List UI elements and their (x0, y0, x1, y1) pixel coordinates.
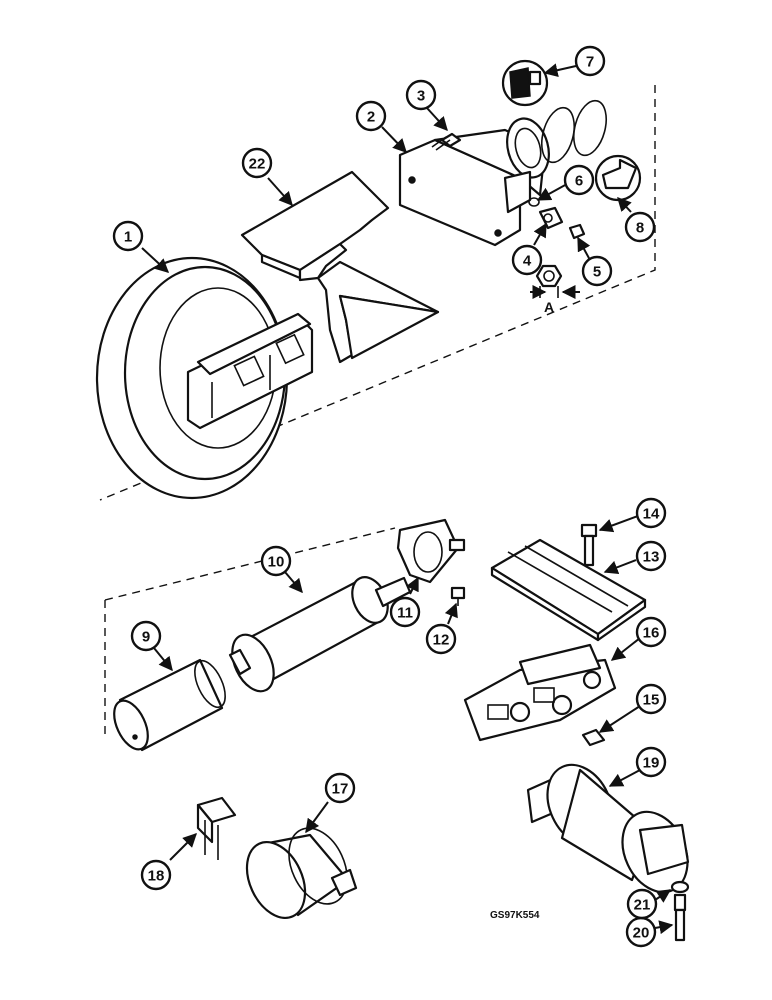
leader-11 (406, 576, 419, 595)
callout-4: 4 (511, 244, 543, 276)
callout-5: 5 (581, 255, 613, 287)
leader-13 (603, 559, 637, 574)
callout-10-number: 10 (268, 554, 285, 571)
guide-plate (240, 170, 440, 364)
leader-12 (444, 602, 458, 625)
callout-8: 8 (624, 211, 656, 243)
callout-11: 11 (389, 596, 421, 628)
roller-bolt (673, 893, 687, 942)
leader-18 (169, 833, 197, 861)
seal-section-part-7 (501, 59, 549, 107)
dimension-a: A (530, 285, 580, 315)
leader-5 (577, 236, 591, 261)
recoil-cylinder (228, 576, 412, 693)
callout-12: 12 (425, 623, 457, 655)
callout-7-number: 7 (586, 54, 594, 71)
track-shoe (490, 538, 647, 642)
callout-16: 16 (635, 616, 667, 648)
lower-group-boundary (104, 527, 396, 740)
callout-19-number: 19 (643, 755, 660, 772)
callout-11-number: 11 (397, 605, 413, 622)
callout-3-number: 3 (417, 88, 425, 105)
callout-10: 10 (260, 545, 292, 577)
nipple-part-5 (568, 223, 586, 240)
callout-22-number: 22 (249, 156, 266, 173)
leader-19 (608, 769, 641, 787)
callout-16-number: 16 (643, 625, 660, 642)
seal-profile-part-8 (594, 154, 642, 202)
leader-17 (305, 801, 329, 834)
callout-21: 21 (626, 888, 658, 920)
leader-15 (598, 705, 641, 733)
callout-21-number: 21 (634, 897, 651, 914)
o-ring-1 (540, 106, 576, 164)
leader-4 (533, 222, 547, 246)
leader-10 (284, 571, 303, 594)
callout-2: 2 (355, 100, 387, 132)
carrier-roller-bracket (196, 796, 237, 860)
leader-8 (617, 196, 632, 213)
callout-6-number: 6 (575, 173, 583, 190)
callout-17-number: 17 (332, 781, 349, 798)
callout-13: 13 (635, 540, 667, 572)
track-roller (526, 763, 690, 894)
track-bolt (580, 523, 598, 567)
callout-8-number: 8 (636, 220, 644, 237)
callout-6: 6 (563, 164, 595, 196)
callout-15-number: 15 (643, 692, 660, 709)
callout-5-number: 5 (593, 264, 601, 281)
carrier-roller (245, 827, 358, 919)
callout-7: 7 (574, 45, 606, 77)
callout-20-number: 20 (633, 925, 650, 942)
callout-15: 15 (635, 683, 667, 715)
callout-2-number: 2 (367, 109, 375, 126)
callout-12-number: 12 (433, 632, 450, 649)
leader-9 (153, 647, 173, 672)
leader-16 (610, 637, 641, 661)
callout-18-number: 18 (148, 868, 165, 885)
leader-1 (141, 247, 170, 273)
end-cap (113, 658, 226, 752)
drawing-code: GS97K554 (490, 910, 540, 921)
callout-22: 22 (241, 147, 273, 179)
clamp (396, 518, 466, 584)
hex-nut (535, 264, 563, 288)
grease-fitting-part-4 (538, 206, 564, 230)
callout-20: 20 (625, 916, 657, 948)
washer (670, 880, 690, 894)
leader-2 (381, 126, 407, 154)
callout-1: 1 (112, 220, 144, 252)
callout-13-number: 13 (643, 549, 660, 566)
leader-22 (267, 177, 293, 207)
callout-14-number: 14 (643, 506, 660, 523)
leader-7 (543, 63, 577, 78)
upper-group-boundary (99, 85, 656, 501)
track-link-chain (463, 643, 617, 742)
yoke-housing (398, 117, 550, 247)
leader-14 (598, 515, 639, 533)
idler-yoke-bracket (186, 312, 314, 430)
callout-14: 14 (635, 497, 667, 529)
callout-9-number: 9 (142, 629, 150, 646)
bolt-part-3 (431, 132, 462, 151)
callout-1-number: 1 (124, 229, 132, 246)
leader-20 (654, 920, 674, 935)
o-ring-2 (572, 99, 608, 157)
screw-part-12 (450, 586, 466, 606)
callout-4-number: 4 (523, 253, 532, 270)
callout-3: 3 (405, 79, 437, 111)
o-ring-part-6 (528, 197, 540, 207)
callout-18: 18 (140, 859, 172, 891)
leader-6 (536, 183, 568, 201)
leader-3 (426, 107, 448, 132)
callout-17: 17 (324, 772, 356, 804)
track-nut (581, 728, 606, 747)
dimension-label: A (544, 299, 554, 315)
callout-9: 9 (130, 620, 162, 652)
leader-21 (654, 889, 672, 903)
callout-19: 19 (635, 746, 667, 778)
